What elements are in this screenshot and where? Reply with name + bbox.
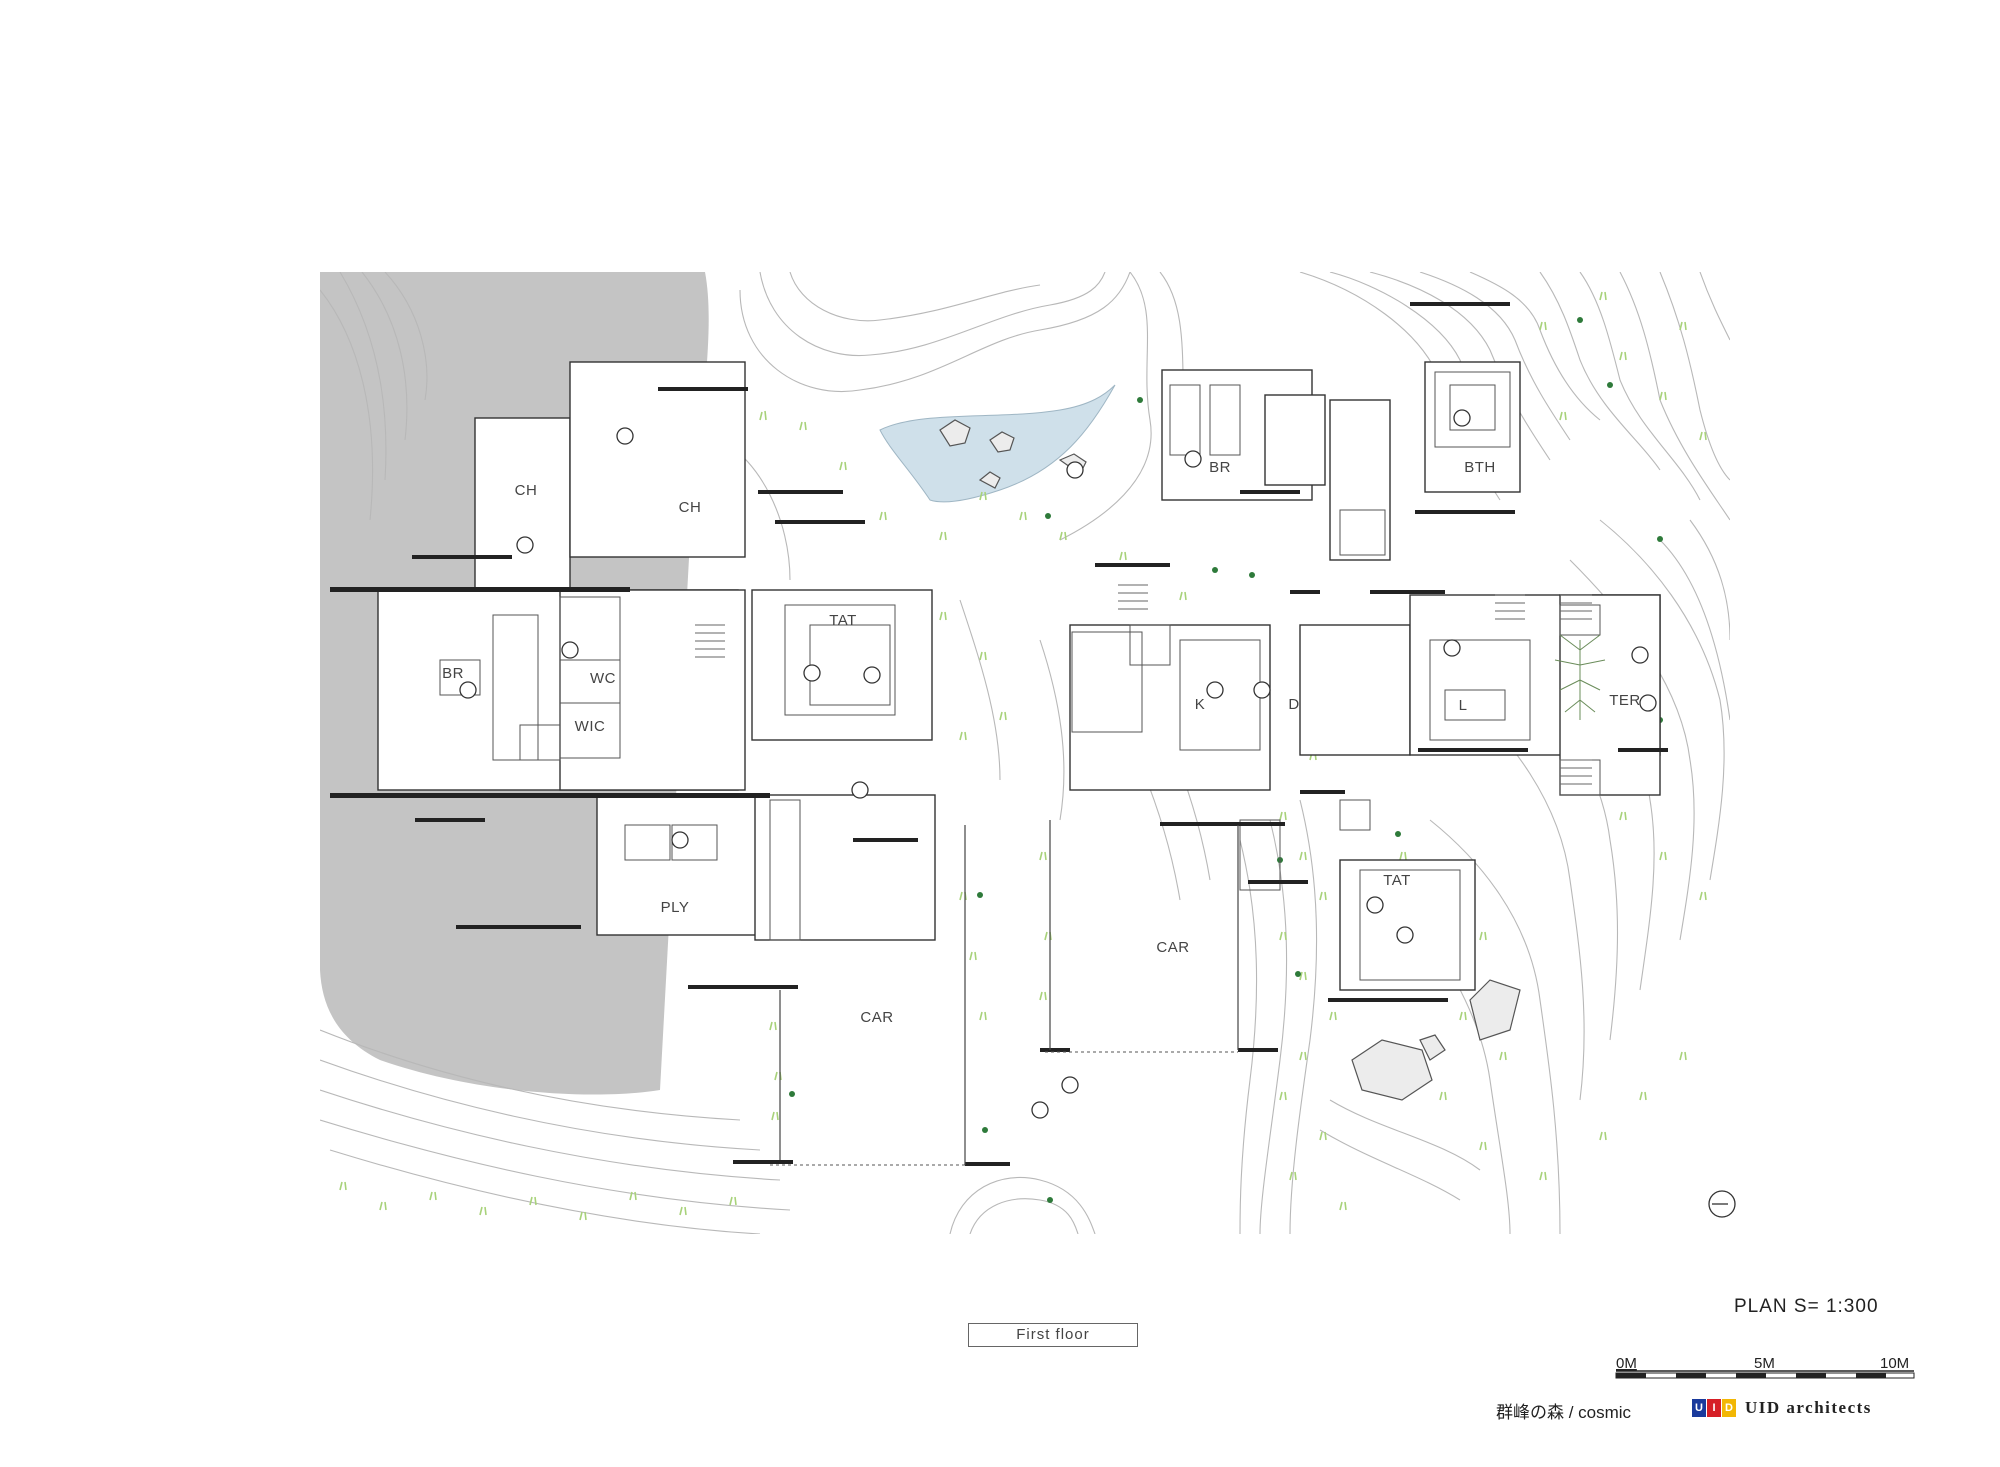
people-figures (459, 409, 1657, 1119)
scale-bar: 0M 5M 10M (1615, 1355, 1915, 1379)
floor-caption: First floor (968, 1323, 1138, 1347)
bath-corridor-box (1329, 399, 1391, 561)
room-label-d: D (1288, 696, 1299, 713)
room-labels: CH CH BR WC WIC PLY TAT CAR CAR BR BTH K… (442, 459, 1641, 1026)
slab-lines (330, 302, 1668, 1166)
scale-tick-10: 10M (1880, 1355, 1909, 1372)
room-label-car-2: CAR (1156, 939, 1189, 956)
terrace-box (1559, 594, 1661, 796)
room-label-tat-1: TAT (829, 612, 857, 629)
ch-1-box (474, 417, 571, 589)
room-label-ply: PLY (661, 899, 690, 916)
room-label-ch-2: CH (679, 499, 702, 516)
room-label-bth: BTH (1464, 459, 1496, 476)
car-bay-walls (779, 820, 1239, 1165)
stairs (695, 584, 1592, 785)
room-label-br-1: BR (442, 665, 464, 682)
logo-letter-d: D (1722, 1399, 1736, 1417)
building-walls (377, 361, 1661, 991)
rocks (939, 419, 1521, 1101)
ch-2-box (569, 361, 746, 558)
scale-tick-0: 0M (1616, 1355, 1637, 1372)
room-label-car-1: CAR (860, 1009, 893, 1026)
room-label-ch-1: CH (515, 482, 538, 499)
logo-letter-u: U (1692, 1399, 1706, 1417)
uid-logo: U I D UID architects (1692, 1398, 1872, 1418)
project-title: 群峰の森 / cosmic (1496, 1403, 1632, 1422)
room-label-k: K (1195, 696, 1206, 713)
scale-tick-5: 5M (1754, 1355, 1775, 1372)
room-label-tat-2: TAT (1383, 872, 1411, 889)
ply-box (596, 794, 760, 936)
dining-box (1299, 624, 1411, 756)
north-symbol (1708, 1190, 1736, 1218)
logo-name: UID architects (1745, 1398, 1872, 1417)
room-label-wic: WIC (575, 718, 606, 735)
room-label-wc: WC (590, 670, 616, 687)
logo-letter-i: I (1707, 1399, 1721, 1417)
plan-scale-title: PLAN S= 1:300 (1734, 1296, 1879, 1317)
room-label-ter: TER (1609, 692, 1641, 709)
stair-box (1264, 394, 1326, 486)
corridor-box (754, 794, 936, 941)
bth-box (1424, 361, 1521, 493)
interior-lines (439, 371, 1601, 981)
car-bays (770, 1051, 1238, 1166)
wc-wic-box (559, 589, 746, 791)
room-label-br-2: BR (1209, 459, 1231, 476)
tat-2-box (1339, 859, 1476, 991)
tree (1554, 634, 1606, 720)
room-label-l: L (1459, 697, 1468, 714)
